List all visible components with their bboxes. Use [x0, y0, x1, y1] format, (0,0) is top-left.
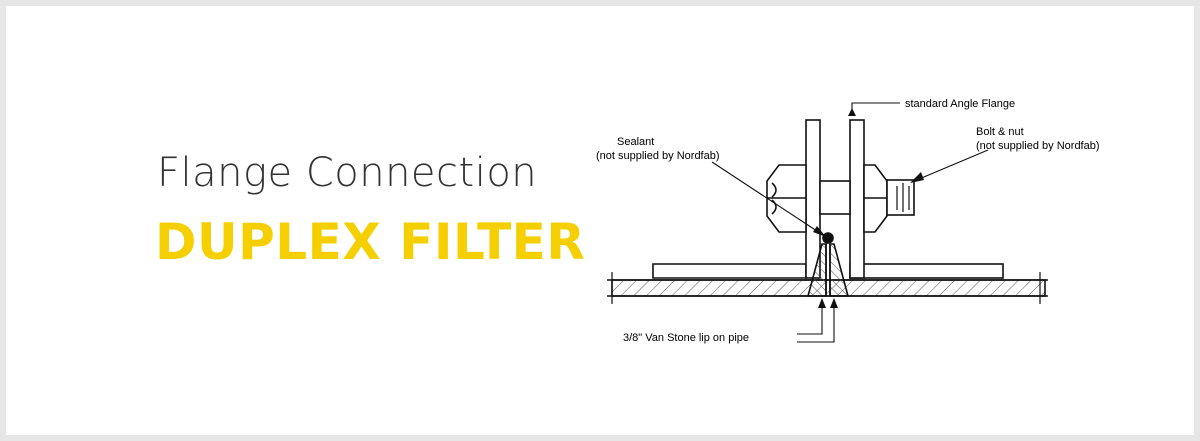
- van-stone-lip-right: [829, 243, 850, 297]
- content-panel: [6, 6, 1194, 435]
- page-title: Flange Connection: [157, 150, 538, 196]
- label-sealant-note: (not supplied by Nordfab): [596, 150, 720, 162]
- label-bolt-note: (not supplied by Nordfab): [976, 140, 1100, 152]
- right-flange-horizontal: [849, 263, 1004, 279]
- label-angle-flange: standard Angle Flange: [905, 98, 1015, 110]
- bolt-shaft: [819, 180, 851, 215]
- bolt-thread-end: [886, 179, 915, 216]
- label-van-stone: 3/8" Van Stone lip on pipe: [623, 332, 749, 344]
- label-sealant-title: Sealant: [617, 136, 654, 148]
- pipe-wall: [611, 279, 1046, 297]
- right-flange-vertical: [849, 119, 865, 279]
- label-bolt-title: Bolt & nut: [976, 126, 1024, 138]
- left-flange-horizontal: [652, 263, 807, 279]
- sealant-bead: [822, 232, 834, 244]
- page-subtitle: DUPLEX FILTER: [155, 213, 586, 271]
- left-flange-vertical: [805, 119, 821, 279]
